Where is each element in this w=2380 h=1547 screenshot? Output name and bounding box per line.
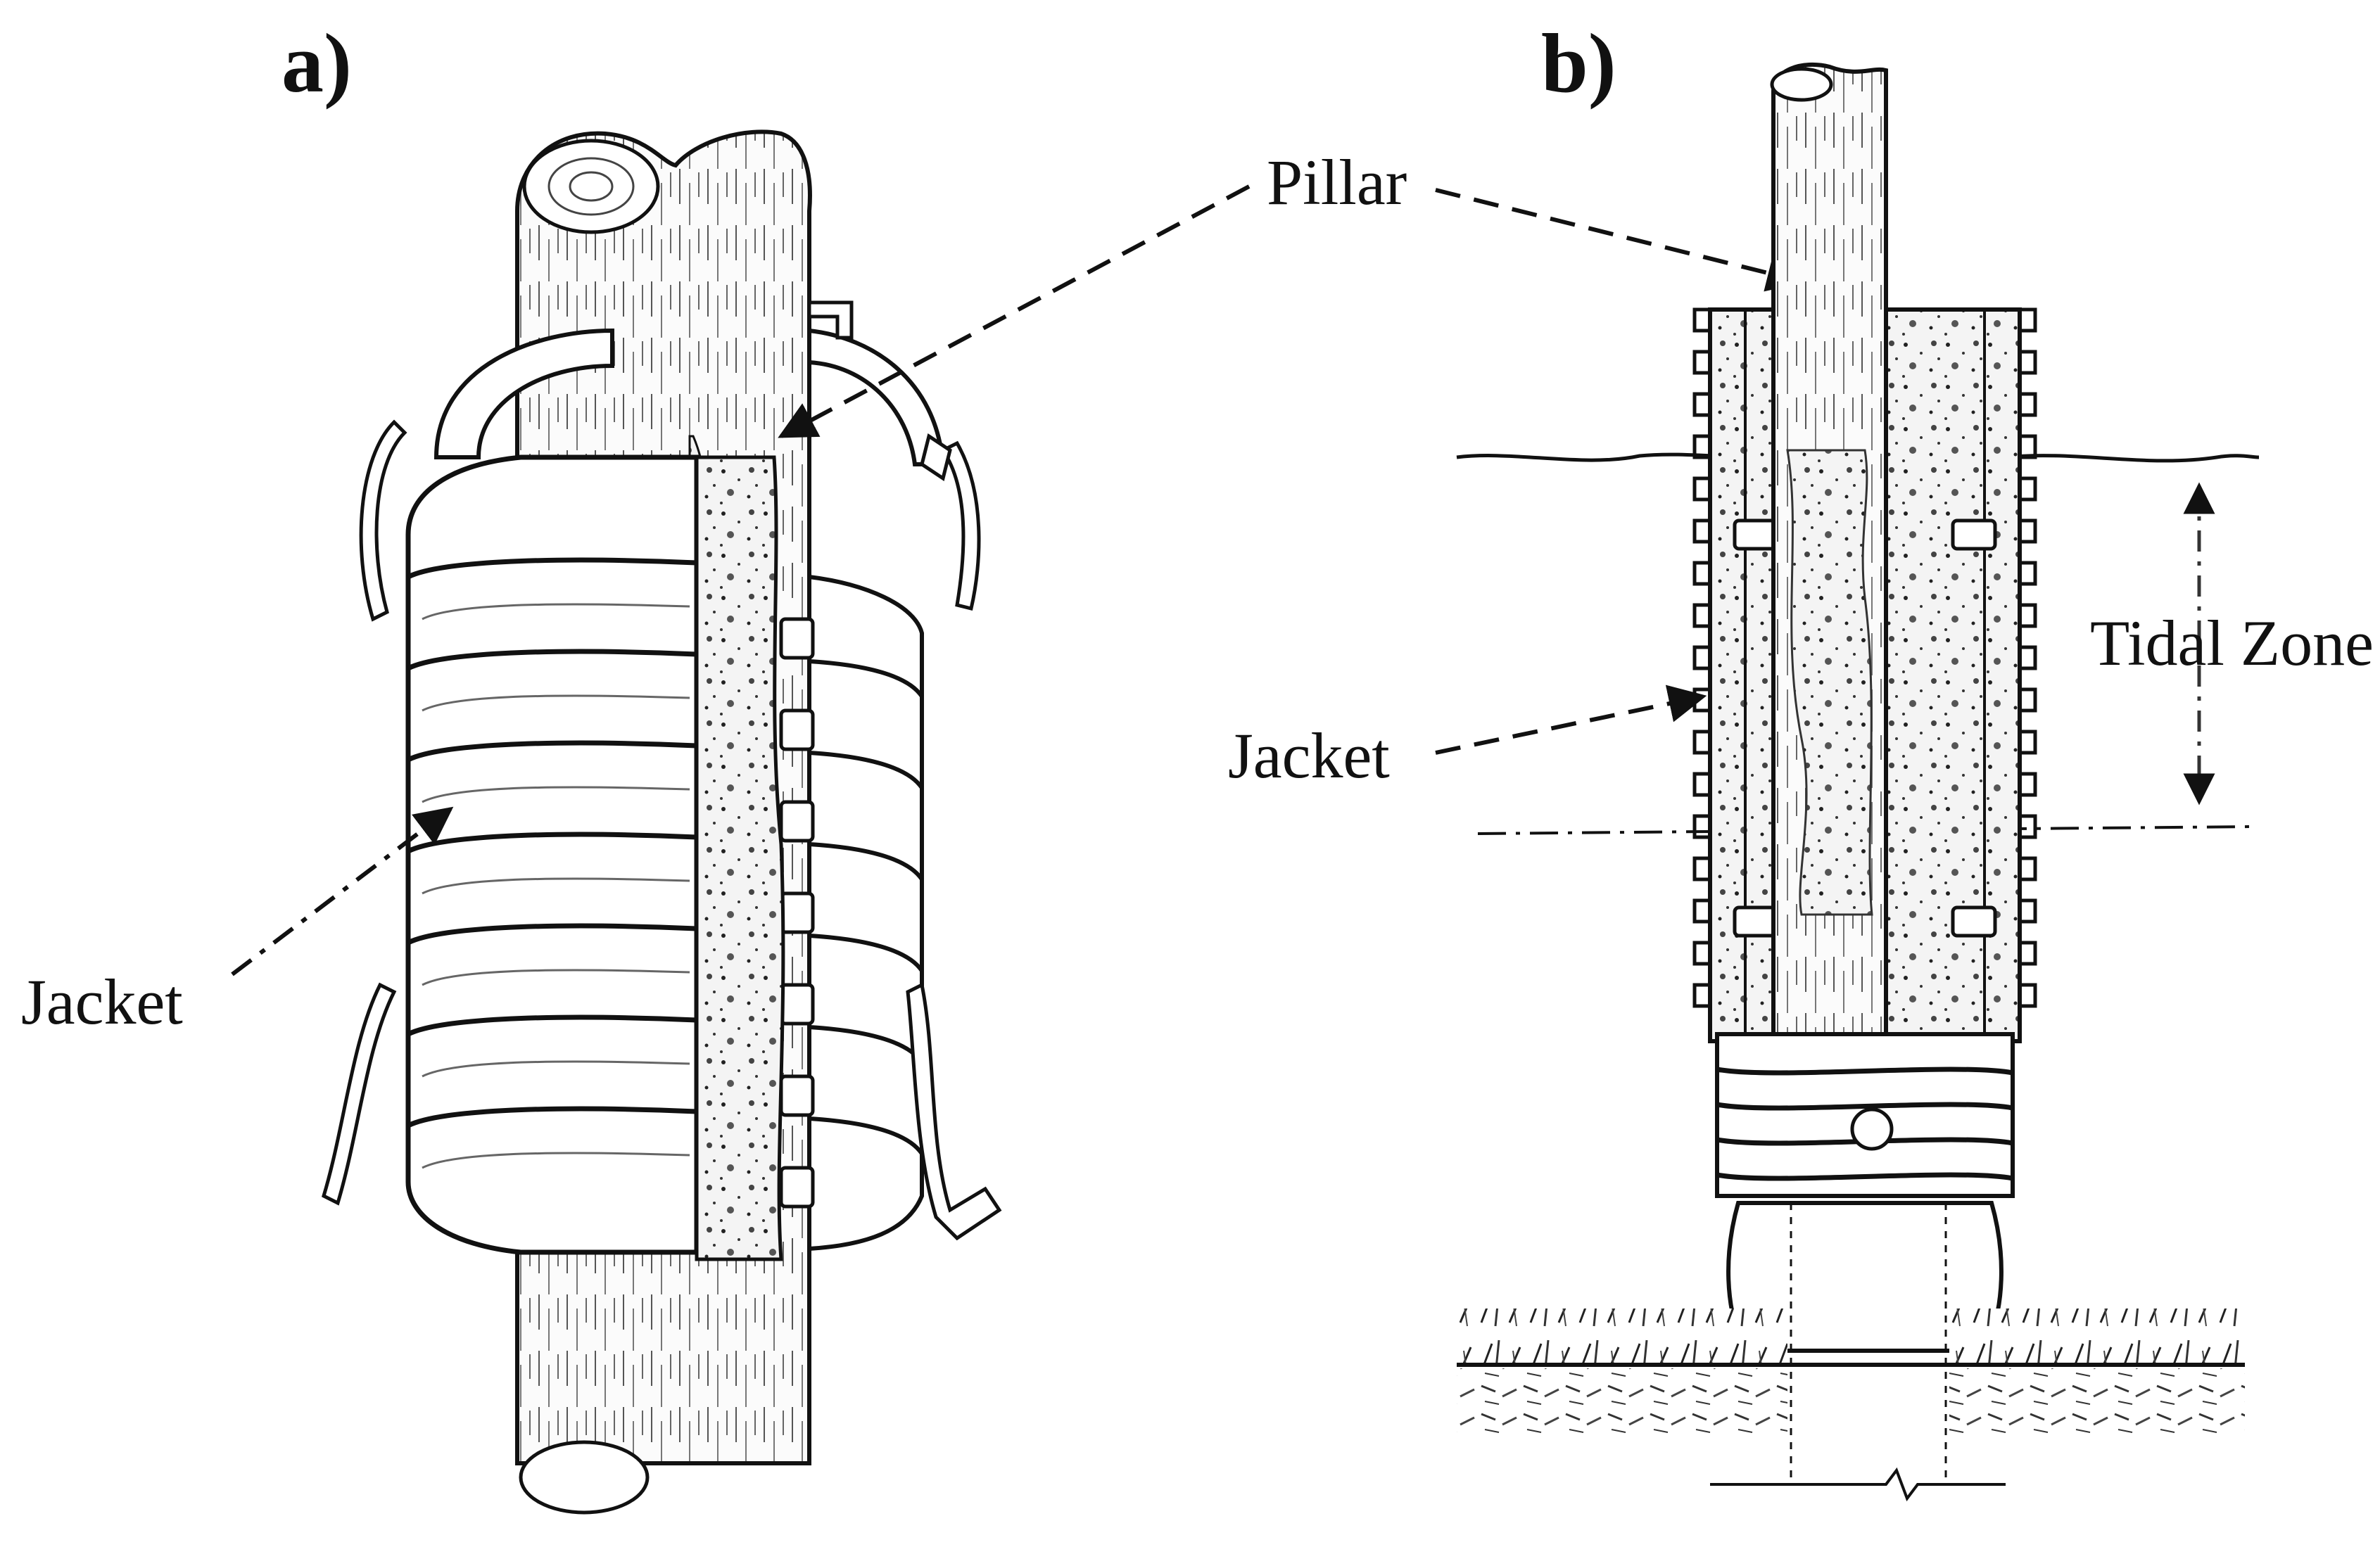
panel-b-pillar	[1770, 62, 1888, 1075]
panel-a-pillar-rough-face	[695, 455, 785, 1261]
tidal-zone-dimension: Tidal Zone	[2090, 482, 2374, 806]
panel-b-ground	[1457, 1309, 2245, 1502]
tidal-zone-label: Tidal Zone	[2090, 607, 2374, 679]
panel-b: b)	[1228, 16, 2374, 1502]
panel-b-jacket-label: Jacket	[1228, 720, 1390, 791]
panel-b-jacket-callout: Jacket	[1228, 685, 1707, 791]
panel-b-label: b)	[1541, 16, 1616, 110]
panel-b-lower-band	[1715, 1032, 2015, 1198]
panel-a-label: a)	[281, 16, 352, 110]
panel-a-jacket-label: Jacket	[21, 966, 183, 1038]
panel-a: a)	[21, 16, 1806, 1515]
panel-a-jacket-callout: Jacket	[21, 806, 454, 1038]
panel-a-jacket	[322, 300, 1002, 1255]
pillar-label: Pillar	[1267, 146, 1407, 218]
panel-a-pillar-callout: Pillar	[778, 146, 1806, 438]
panel-b-embedment-lines	[1790, 1203, 1947, 1484]
